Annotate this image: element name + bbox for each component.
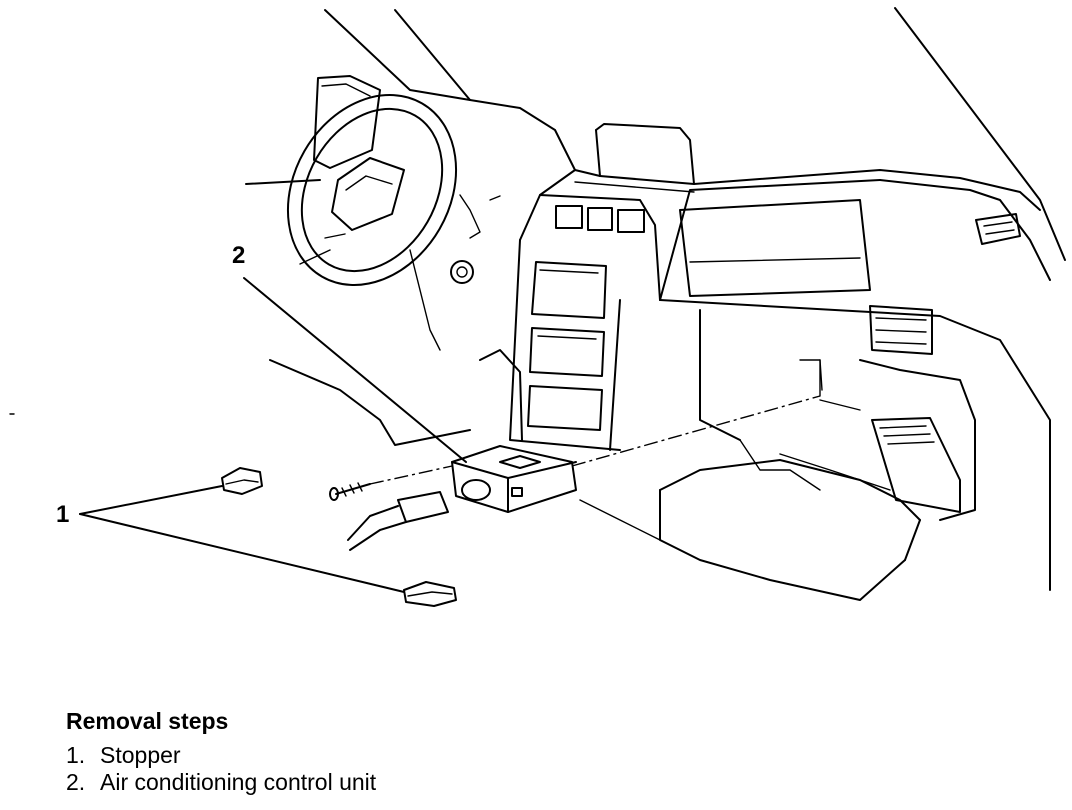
removal-step-1: 1. Stopper	[66, 742, 376, 769]
step-text: Stopper	[100, 742, 181, 768]
stopper-lower	[403, 581, 457, 607]
margin-marks	[9, 413, 15, 415]
removal-step-2: 2. Air conditioning control unit	[66, 769, 376, 796]
passenger-dashboard	[659, 179, 1051, 591]
leader-lines	[79, 277, 821, 593]
dashboard-outline	[469, 99, 1041, 241]
removal-steps: Removal steps 1. Stopper 2. Air conditioni…	[66, 708, 376, 796]
ac-control-unit	[451, 445, 577, 513]
center-console	[509, 194, 661, 451]
harness-connector	[347, 491, 449, 551]
removal-steps-title: Removal steps	[66, 708, 229, 734]
step-text: Air conditioning control unit	[100, 769, 377, 795]
steering-wheel	[245, 94, 458, 286]
dashboard-illustration	[9, 7, 1066, 607]
steering-column	[409, 194, 501, 351]
callout-2: 2	[232, 242, 246, 269]
screw	[329, 482, 371, 501]
side-mirror	[313, 75, 381, 169]
stopper-upper	[221, 467, 263, 495]
callout-1: 1	[56, 501, 70, 528]
floor-and-seat	[269, 349, 921, 601]
step-number: 1.	[66, 742, 86, 768]
windshield-frame	[324, 7, 1066, 261]
step-number: 2.	[66, 769, 86, 795]
